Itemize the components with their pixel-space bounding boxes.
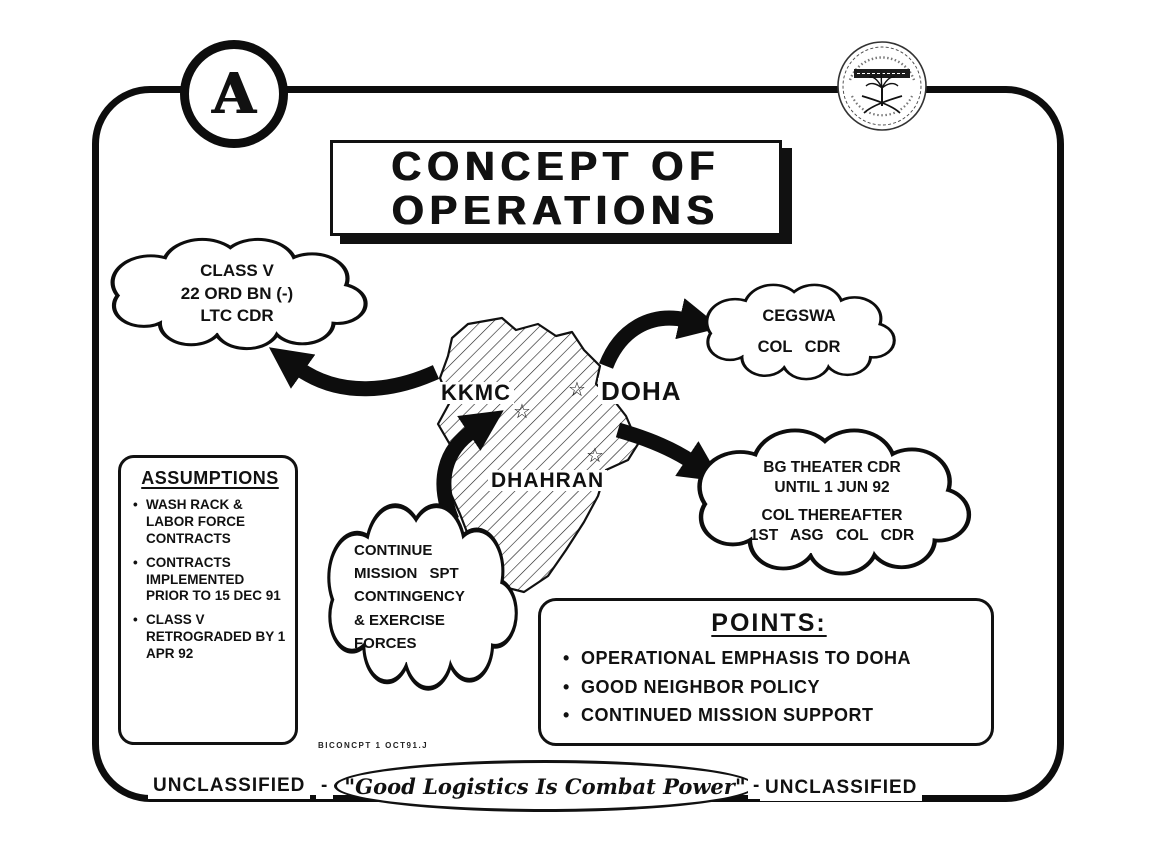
- points-bullet: OPERATIONAL EMPHASIS TO DOHA: [561, 648, 977, 669]
- arrow-to-class-v: [268, 347, 440, 397]
- slide-caption: BICONCPT 1 OCT91.J: [318, 741, 429, 750]
- assumptions-box: ASSUMPTIONS WASH RACK & LABOR FORCE CONT…: [118, 455, 298, 745]
- title-line-1: CONCEPT OF: [391, 142, 721, 189]
- ministry-seal-icon: [836, 40, 928, 132]
- cloud-class-v-line: LTC CDR: [200, 306, 274, 326]
- classification-right: UNCLASSIFIED: [760, 776, 923, 801]
- points-box: POINTS: OPERATIONAL EMPHASIS TO DOHA GOO…: [538, 598, 994, 746]
- points-title: POINTS:: [711, 609, 827, 637]
- cloud-bg-theater: BG THEATER CDR UNTIL 1 JUN 92 COL THEREA…: [684, 426, 980, 578]
- cloud-continue-mission: CONTINUE MISSION SPT CONTINGENCY & EXERC…: [318, 500, 524, 694]
- cloud-bg-theater-line: 1ST ASG COL CDR: [749, 526, 915, 544]
- assumptions-bullet: CLASS V RETROGRADED BY 1 APR 92: [133, 612, 287, 663]
- assumptions-bullet: WASH RACK & LABOR FORCE CONTRACTS: [133, 497, 287, 548]
- cloud-continue-line: CONTINGENCY: [354, 588, 465, 606]
- cloud-cegswa-line: CEGSWA: [762, 307, 836, 326]
- cloud-class-v-line: 22 ORD BN (-): [180, 283, 294, 303]
- footer-separator-left: -: [316, 774, 334, 799]
- cloud-bg-theater-line: COL THEREAFTER: [761, 506, 903, 524]
- points-list: OPERATIONAL EMPHASIS TO DOHA GOOD NEIGHB…: [561, 648, 977, 726]
- arrow-to-cegswa: [599, 298, 721, 369]
- cloud-cegswa: CEGSWA COL CDR: [696, 282, 902, 382]
- slide-title: CONCEPT OF OPERATIONS: [330, 140, 782, 236]
- cloud-cegswa-line: COL CDR: [757, 337, 841, 356]
- cloud-continue-line: MISSION SPT: [354, 565, 459, 583]
- points-bullet: GOOD NEIGHBOR POLICY: [561, 677, 977, 698]
- motto-banner: "Good Logistics Is Combat Power": [334, 760, 756, 812]
- cloud-class-v: CLASS V 22 ORD BN (-) LTC CDR: [98, 236, 376, 352]
- cloud-continue-line: FORCES: [354, 634, 417, 652]
- cloud-continue-line: & EXERCISE: [354, 611, 445, 629]
- map-label-doha: DOHA: [598, 378, 685, 404]
- map-star-kkmc: ☆: [513, 401, 531, 423]
- cloud-bg-theater-line: UNTIL 1 JUN 92: [774, 479, 890, 497]
- assumptions-bullet: CONTRACTS IMPLEMENTED PRIOR TO 15 DEC 91: [133, 555, 287, 606]
- title-line-2: OPERATIONS: [391, 187, 721, 233]
- corner-a-logo: A: [180, 40, 288, 148]
- corner-a-letter: A: [212, 61, 256, 127]
- cloud-class-v-line: CLASS V: [200, 260, 274, 280]
- classification-left: UNCLASSIFIED: [148, 774, 311, 799]
- cloud-bg-theater-line: BG THEATER CDR: [763, 459, 901, 477]
- map-label-dhahran: DHAHRAN: [488, 470, 608, 491]
- map-star-dhahran: ☆: [586, 445, 604, 467]
- cloud-continue-line: CONTINUE: [354, 541, 433, 559]
- arrow-to-bg-theater: [615, 422, 722, 482]
- assumptions-list: WASH RACK & LABOR FORCE CONTRACTS CONTRA…: [133, 497, 287, 663]
- points-bullet: CONTINUED MISSION SUPPORT: [561, 705, 977, 726]
- map-label-kkmc: KKMC: [438, 382, 514, 404]
- map-star-doha: ☆: [568, 379, 586, 401]
- assumptions-title: ASSUMPTIONS: [141, 468, 279, 488]
